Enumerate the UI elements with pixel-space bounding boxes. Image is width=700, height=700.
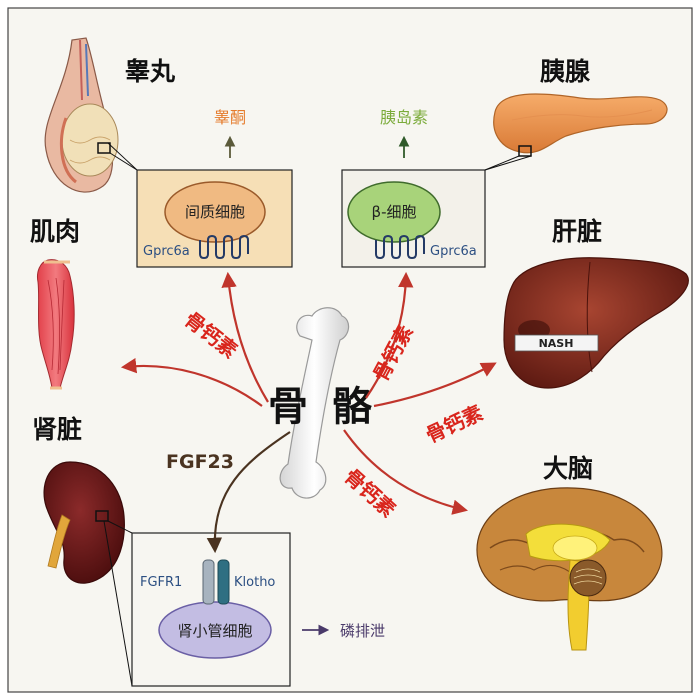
muscle-label: 肌肉 [30,217,80,246]
testis-receptor-label: Gprc6a [143,244,190,259]
brain-illustration [476,487,663,651]
bone-illustration [279,307,350,499]
testis-zoom-line [107,142,138,171]
testis-label: 睾丸 [125,57,175,86]
liver-illustration: NASH [503,257,689,389]
phosphate-excretion-label: 磷排泄 [340,622,385,640]
pancreas-zoom-line [484,155,532,171]
fgfr1-label: FGFR1 [140,575,182,590]
pancreas-label: 胰腺 [540,57,591,86]
testis-illustration [44,37,119,193]
kidney-zoom-line [107,520,133,534]
arrow-bone-to-muscle [120,358,263,407]
gpcr-receptor-icon [199,234,249,260]
tubule-cell-label: 肾小管细胞 [177,622,252,640]
tubule-cell [158,601,272,659]
klotho-receptor-icon [217,559,230,605]
pancreas-zoom-line [484,155,520,171]
leydig-cell-label: 间质细胞 [185,203,245,221]
testosterone-label: 睾酮 [214,108,246,127]
insulin-label: 胰岛素 [380,108,428,127]
testis-zoom-line [109,152,138,171]
arrow-bone-to-kidney [206,431,291,554]
muscle-illustration [37,259,75,390]
brain-label: 大脑 [543,454,593,483]
kidney-illustration [43,461,125,584]
kidney-zoom-line [103,520,133,687]
kidney-cell-box [131,532,291,687]
kidney-label: 肾脏 [32,415,82,444]
nash-tag: NASH [539,337,574,350]
arrow-bone-to-liver [373,362,497,408]
fgfr1-receptor-icon [202,559,215,605]
arrow-bone-to-pancreas [365,271,414,399]
arrow-bone-to-brain [343,429,469,515]
liver-label: 肝脏 [552,217,602,246]
gpcr-receptor-icon [375,234,425,260]
klotho-label: Klotho [234,575,275,590]
pancreas-illustration [493,93,668,157]
arrow-bone-to-testis [221,271,269,403]
fgf23-label: FGF23 [166,451,234,473]
bone-char-1: 骨 [268,384,308,430]
beta-cell-label: β-细胞 [372,203,417,221]
beta-cell [347,181,441,243]
pancreas-receptor-label: Gprc6a [430,244,477,259]
bone-char-2: 骼 [332,384,372,430]
